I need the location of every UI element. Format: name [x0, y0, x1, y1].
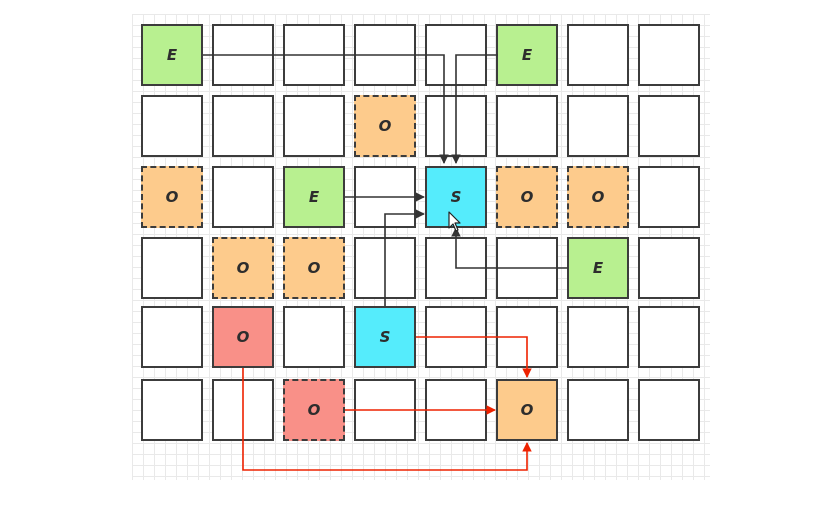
arrow-e-top-left-to-s — [203, 54, 449, 164]
cell-empty-r0-c7 — [638, 24, 700, 86]
cell-obstacle-r2-c5: O — [496, 166, 558, 228]
cell-obstacle-r2-c6: O — [567, 166, 629, 228]
cell-empty-r3-c7 — [638, 237, 700, 299]
arrow-s-bottom-to-s-top — [384, 209, 425, 306]
cell-empty-r1-c2 — [283, 95, 345, 157]
cell-empty-r5-c7 — [638, 379, 700, 441]
cell-empty-r4-c7 — [638, 306, 700, 368]
cell-empty-r4-c0 — [141, 306, 203, 368]
cell-empty-r1-c1 — [212, 95, 274, 157]
cell-obstacle-red-r5-c2: O — [283, 379, 345, 441]
arrow-s-to-o — [416, 336, 532, 378]
cell-empty-r1-c6 — [567, 95, 629, 157]
cell-obstacle-r1-c3: O — [354, 95, 416, 157]
cell-end-r0-c5: E — [496, 24, 558, 86]
cell-end-r2-c2: E — [283, 166, 345, 228]
arrow-e-top-right-to-s — [451, 54, 498, 164]
cell-obstacle-r3-c2: O — [283, 237, 345, 299]
cell-start-r4-c3: S — [354, 306, 416, 368]
cell-obstacle-r5-c5: O — [496, 379, 558, 441]
cell-end-r0-c0: E — [141, 24, 203, 86]
cell-empty-r1-c5 — [496, 95, 558, 157]
cell-empty-r2-c1 — [212, 166, 274, 228]
cell-obstacle-red-r4-c1: O — [212, 306, 274, 368]
arrow-e-right-to-s — [451, 227, 568, 269]
cell-empty-r0-c6 — [567, 24, 629, 86]
cell-obstacle-r3-c1: O — [212, 237, 274, 299]
arrow-o-red-to-o — [242, 368, 532, 471]
cell-obstacle-r2-c0: O — [141, 166, 203, 228]
cell-start-r2-c4: S — [425, 166, 487, 228]
cell-empty-r3-c0 — [141, 237, 203, 299]
cell-empty-r4-c2 — [283, 306, 345, 368]
cell-empty-r5-c0 — [141, 379, 203, 441]
cell-empty-r1-c7 — [638, 95, 700, 157]
cell-empty-r4-c6 — [567, 306, 629, 368]
cell-empty-r2-c7 — [638, 166, 700, 228]
cell-empty-r5-c6 — [567, 379, 629, 441]
mouse-cursor-icon — [448, 211, 461, 232]
cell-empty-r1-c0 — [141, 95, 203, 157]
